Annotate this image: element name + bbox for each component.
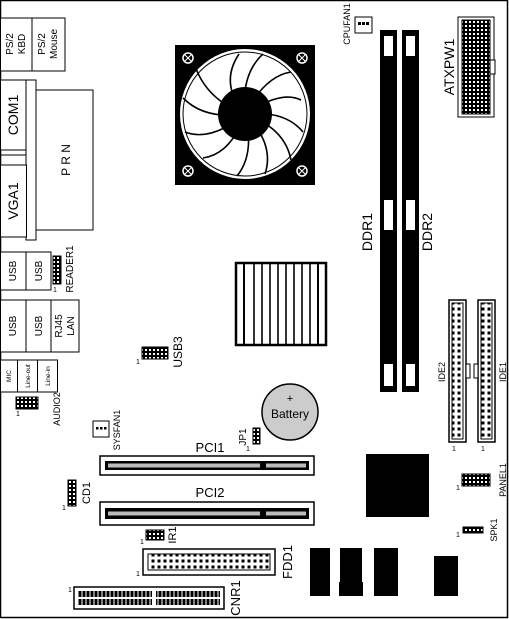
usb-port-pair-1: USB USB (0, 251, 52, 291)
usb-label: USB (34, 260, 45, 281)
com1-label: COM1 (5, 95, 21, 136)
ir1-header: 1 IR1 (140, 526, 179, 546)
pci2-label: PCI2 (196, 485, 225, 500)
audio2-header: 1 AUDIO2 (15, 392, 62, 426)
pci1-label: PCI1 (196, 440, 225, 455)
usb-lan-ports: USB USB RJ45 LAN (0, 299, 80, 353)
panel1-label: PANEL1 (498, 463, 508, 497)
pin-one-marker: 1 (68, 587, 72, 594)
battery-plus-label: + (287, 393, 293, 405)
pci2-slot: PCI2 (99, 485, 315, 526)
ps2-kbd-port: PS/2 KBD (0, 17, 33, 72)
rj45-label: RJ45 (54, 314, 65, 338)
usb3-label: USB3 (171, 336, 185, 368)
line-in-label: Line-in (45, 366, 52, 386)
usb-label: USB (8, 315, 19, 336)
ddr2-slot: DDR2 (402, 30, 435, 392)
lan-label: LAN (66, 316, 77, 335)
pin-one-marker: 1 (53, 287, 57, 294)
pin-one-marker: 1 (136, 359, 140, 366)
ps2-kbd-label-1: PS/2 (5, 33, 16, 55)
reader1-header: 1 READER1 (52, 245, 76, 294)
sysfan1-label: SYSFAN1 (112, 410, 122, 451)
cpufan1-label: CPUFAN1 (342, 3, 352, 45)
line-out-label: Line-out (25, 364, 32, 388)
ddr1-slot: DDR1 (359, 30, 397, 392)
cd1-header: 1 CD1 (62, 479, 93, 512)
prn-label: P R N (59, 144, 73, 176)
jp1-jumper: 1 JP1 (238, 427, 261, 453)
com1-port: COM1 (0, 79, 27, 151)
ps2-mouse-port: PS/2 Mouse (31, 17, 66, 72)
sysfan1-header: SYSFAN1 (92, 410, 122, 451)
cpu-fan (175, 45, 315, 185)
audio-jacks: MIC Line-out Line-in (0, 359, 58, 393)
pin-one-marker: 1 (246, 446, 250, 453)
reader1-label: READER1 (65, 245, 76, 293)
mic-label: MIC (6, 370, 13, 382)
battery-label: Battery (271, 407, 309, 421)
pin-one-marker: 1 (481, 446, 485, 453)
panel1-header: 1 PANEL1 (456, 463, 508, 497)
northbridge-heatsink (234, 261, 328, 347)
bottom-components (310, 548, 458, 596)
ddr1-label: DDR1 (359, 213, 375, 251)
pin-one-marker: 1 (140, 539, 144, 546)
atxpw1-label: ATXPW1 (441, 39, 457, 96)
atxpw1-connector: ATXPW1 (441, 16, 496, 118)
vga1-port: VGA1 (0, 164, 27, 238)
cpufan1-header: CPUFAN1 (342, 3, 373, 45)
fan-mount-screws (182, 52, 308, 177)
pin-one-marker: 1 (452, 446, 456, 453)
pin-one-marker: 1 (62, 505, 66, 512)
audio2-label: AUDIO2 (52, 392, 62, 426)
usb-label: USB (8, 260, 19, 281)
jp1-label: JP1 (238, 428, 249, 446)
pin-one-marker: 1 (136, 571, 140, 578)
cnr1-label: CNR1 (228, 580, 243, 615)
pci1-slot: PCI1 (99, 440, 315, 476)
ir1-label: IR1 (167, 526, 179, 543)
ide1-connector: IDE1 1 (473, 299, 508, 453)
vga1-label: VGA1 (5, 182, 21, 220)
ide1-label: IDE1 (498, 362, 508, 382)
fdd1-label: FDD1 (280, 545, 295, 579)
cd1-label: CD1 (81, 482, 93, 504)
ps2-kbd-label-2: KBD (17, 34, 28, 55)
ide2-connector: IDE2 1 (437, 299, 471, 453)
usb-label: USB (34, 315, 45, 336)
usb3-header: 1 USB3 (136, 336, 185, 368)
printer-port: P R N (25, 79, 94, 241)
ide2-label: IDE2 (437, 362, 447, 382)
ddr2-label: DDR2 (419, 213, 435, 251)
southbridge-chip (366, 454, 429, 517)
pin-one-marker: 1 (456, 485, 460, 492)
ps2-mouse-label-2: Mouse (49, 29, 60, 59)
fdd1-connector: 1 FDD1 (136, 545, 295, 579)
cmos-battery: + Battery (261, 383, 319, 441)
cnr1-slot: 1 CNR1 (68, 580, 243, 615)
spk1-label: SPK1 (489, 518, 499, 541)
ps2-mouse-label-1: PS/2 (37, 33, 48, 55)
pin-one-marker: 1 (16, 411, 20, 418)
spk1-header: 1 SPK1 (456, 518, 499, 541)
pin-one-marker: 1 (456, 532, 460, 539)
